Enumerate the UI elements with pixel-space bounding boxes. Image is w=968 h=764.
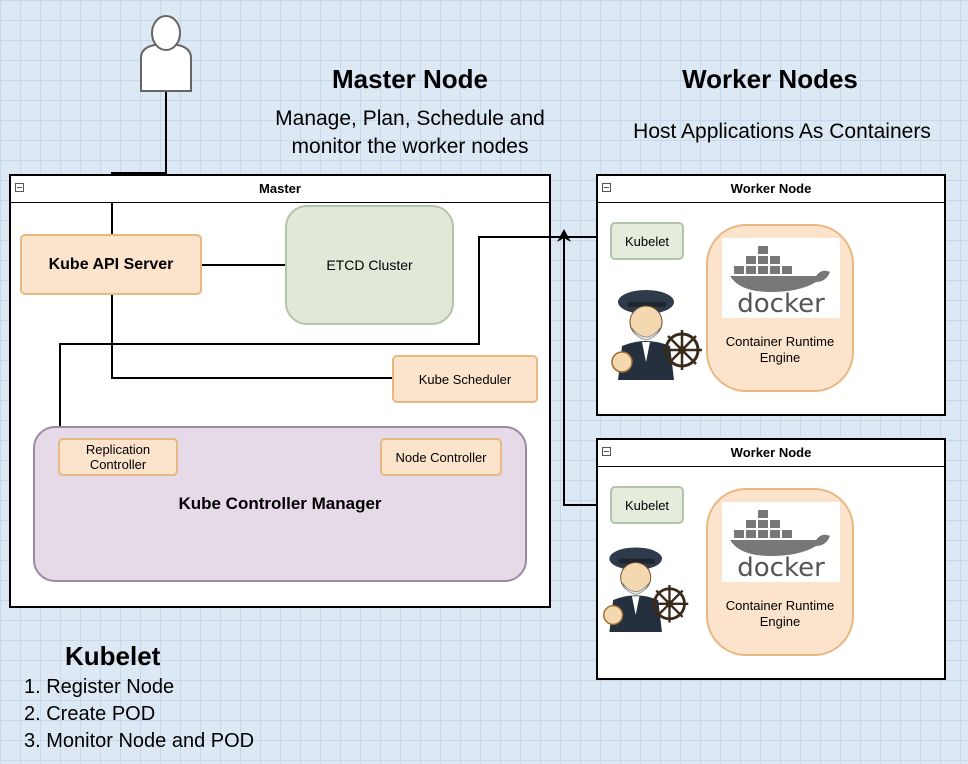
replication-controller-label: Replication Controller [85, 442, 151, 472]
kube-api-server-label: Kube API Server [48, 255, 174, 273]
kubelet-2: Kubelet [610, 486, 684, 524]
container-runtime-2: docker Container Runtime Engine [706, 488, 854, 656]
kubelet2-line-vertical [563, 236, 565, 506]
user-icon [140, 15, 192, 92]
container-runtime-1-label: Container Runtime Engine [725, 334, 835, 365]
kubelet-item-3: 3. Monitor Node and POD [24, 730, 255, 752]
user-line-horizontal [111, 172, 167, 174]
master-title: Master [11, 176, 549, 203]
docker-wordmark-2: docker [737, 553, 825, 583]
docker-logo-2: docker [722, 502, 840, 582]
docker-whale-icon [730, 246, 830, 292]
etcd-cluster-label: ETCD Cluster [326, 257, 413, 273]
worker-node-2-title: Worker Node [598, 440, 944, 467]
captain-icon [600, 536, 692, 634]
node-controller-label: Node Controller [395, 449, 487, 465]
docker-logo-1: docker [722, 238, 840, 318]
kube-controller-manager: Replication Controller Node Controller K… [33, 426, 527, 582]
docker-whale-icon [730, 510, 830, 556]
worker-heading-subtitle: Host Applications As Containers [633, 120, 931, 143]
collapse-icon[interactable] [602, 183, 611, 192]
container-runtime-2-label: Container Runtime Engine [725, 598, 835, 629]
worker-node-2-title-label: Worker Node [730, 445, 812, 460]
master-heading-subtitle: Manage, Plan, Schedule and monitor the w… [275, 107, 545, 158]
kubelet2-line [563, 504, 612, 506]
kubelet-section-title: Kubelet [65, 641, 161, 671]
kubelet-1: Kubelet [610, 222, 684, 260]
worker-node-1-title: Worker Node [598, 176, 944, 203]
container-runtime-1: docker Container Runtime Engine [706, 224, 854, 392]
kubelet1-line [478, 236, 612, 238]
api-etcd-line [200, 264, 290, 266]
kube-scheduler-label: Kube Scheduler [418, 371, 512, 387]
etcd-cluster: ETCD Cluster [285, 205, 454, 325]
node-controller: Node Controller [380, 438, 502, 476]
kube-scheduler: Kube Scheduler [392, 355, 538, 403]
captain-icon [608, 280, 706, 380]
kubelet-section: Kubelet 1. Register Node 2. Create POD 3… [24, 640, 324, 755]
worker-node-2: Worker Node Kubelet docker Contain [596, 438, 946, 680]
master-container: Master [9, 174, 551, 608]
worker-bus-horizontal [59, 343, 480, 345]
master-title-label: Master [259, 181, 301, 196]
collapse-icon[interactable] [602, 447, 611, 456]
kube-api-server: Kube API Server [20, 234, 202, 295]
kubelet-item-1: 1. Register Node [24, 676, 175, 698]
kubelet-1-label: Kubelet [624, 233, 670, 249]
collapse-icon[interactable] [15, 183, 24, 192]
worker-node-1: Worker Node Kubelet docker Contain [596, 174, 946, 416]
kube-controller-manager-label: Kube Controller Manager [178, 494, 382, 513]
user-line-vertical [165, 92, 167, 174]
master-heading-title: Master Node [331, 64, 489, 94]
kubelet-item-2: 2. Create POD [24, 703, 156, 725]
worker-node-1-title-label: Worker Node [730, 181, 812, 196]
worker-bus-left [59, 343, 61, 428]
scheduler-line [111, 377, 395, 379]
replication-controller: Replication Controller [58, 438, 178, 476]
worker-bus-up [478, 236, 480, 345]
kubelet-2-label: Kubelet [624, 497, 670, 513]
worker-heading-title: Worker Nodes [682, 64, 858, 94]
docker-wordmark-1: docker [737, 289, 825, 319]
arrowhead-icon [557, 229, 571, 242]
